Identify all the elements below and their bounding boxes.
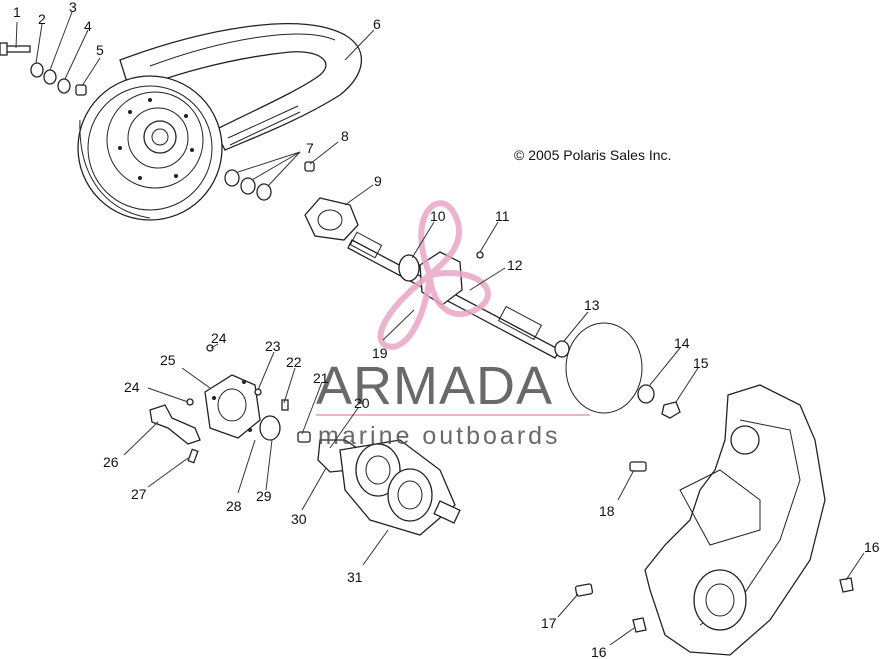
callout-21: 21: [313, 370, 329, 386]
callout-30: 30: [291, 511, 307, 527]
callout-3: 3: [69, 0, 77, 15]
callout-15: 15: [693, 355, 709, 371]
callout-31: 31: [347, 569, 363, 585]
callout-13: 13: [584, 297, 600, 313]
callout-22: 22: [286, 354, 302, 370]
callout-28: 28: [226, 498, 242, 514]
callout-14: 14: [674, 335, 690, 351]
propeller-logo-icon: [377, 200, 491, 350]
copyright-text: © 2005 Polaris Sales Inc.: [514, 147, 671, 163]
watermark-subtitle: marine outboards: [318, 422, 561, 450]
driven-clutch: [77, 75, 223, 221]
callout-23: 23: [265, 338, 281, 354]
callout-11: 11: [495, 208, 510, 224]
callout-29: 29: [256, 488, 272, 504]
chaincase-housing: [574, 384, 854, 656]
callout-27: 27: [131, 486, 147, 502]
leader-lines: [15, 11, 865, 646]
callout-25: 25: [160, 352, 176, 368]
callout-5: 5: [96, 42, 104, 58]
callout-8: 8: [341, 128, 349, 144]
callout-10: 10: [430, 208, 446, 224]
shaft-end-hardware: [554, 322, 681, 419]
bearing-cup-assembly: [186, 344, 311, 443]
bearing-plate: [304, 197, 359, 241]
callout-16-right: 16: [864, 539, 880, 555]
speed-sensor: [149, 404, 201, 464]
callout-20: 20: [354, 395, 370, 411]
callout-16-bottom: 16: [591, 644, 607, 659]
callout-labels: 1 2 3 4 5 6 7 8 9 10 11 12 13 14 15 16 1…: [13, 0, 880, 659]
armada-logo-watermark: ARMADA marine outboards: [316, 200, 590, 450]
callout-4: 4: [84, 18, 92, 34]
callout-26: 26: [103, 454, 119, 470]
callout-9: 9: [374, 173, 382, 189]
clutch-bolt-stack: [0, 42, 87, 96]
callout-2: 2: [38, 11, 46, 27]
callout-7: 7: [306, 140, 314, 156]
callout-1: 1: [13, 4, 21, 20]
shims-and-pin: [224, 161, 315, 201]
callout-24-left: 24: [124, 379, 140, 395]
callout-12: 12: [507, 257, 523, 273]
watermark-title: ARMADA: [316, 356, 553, 416]
callout-24-top: 24: [211, 330, 227, 346]
callout-18: 18: [599, 503, 615, 519]
callout-6: 6: [373, 16, 381, 32]
drive-shaft-sprocket: [317, 439, 461, 536]
drive-belt: [119, 23, 362, 151]
callout-17: 17: [541, 615, 557, 631]
callout-19: 19: [372, 345, 388, 361]
